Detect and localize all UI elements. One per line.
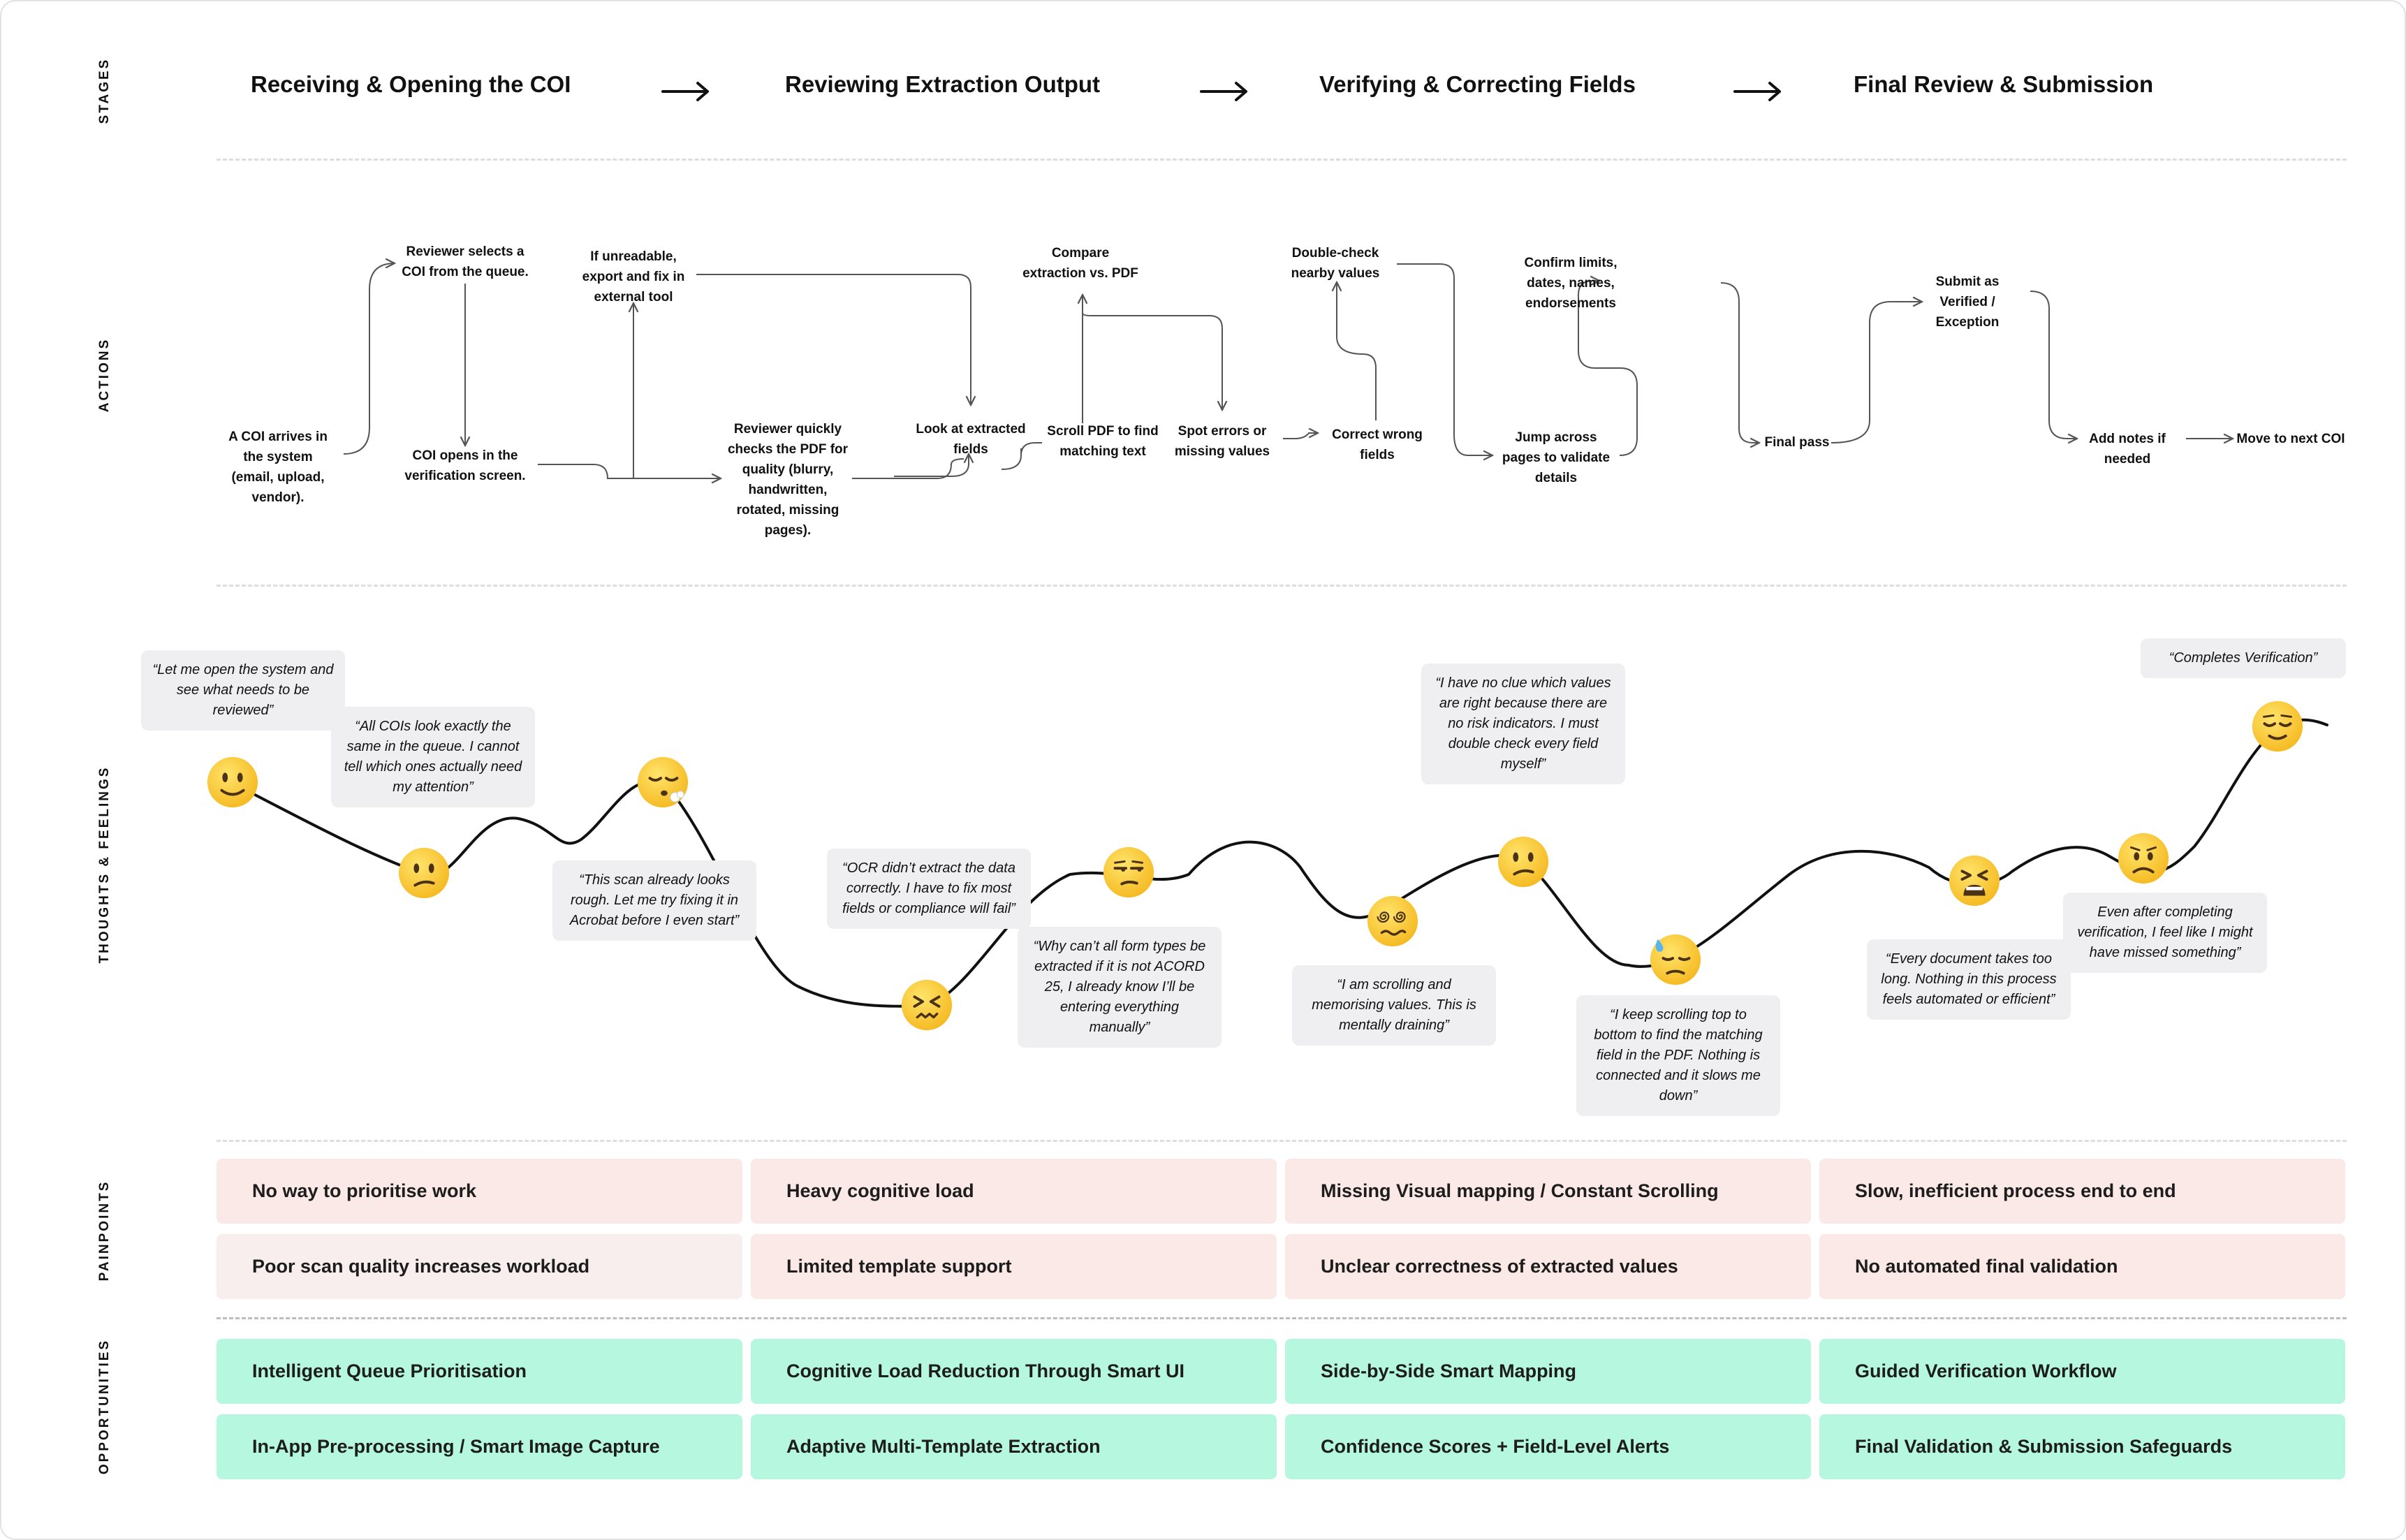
action-double-check: Double-check nearby values bbox=[1291, 246, 1380, 281]
unamused-face-icon bbox=[1103, 846, 1154, 898]
thought-bubble: “Why can’t all form types be extracted i… bbox=[1018, 927, 1222, 1048]
stage-reviewing: Reviewing Extraction Output bbox=[785, 71, 1101, 97]
stage-receiving: Receiving & Opening the COI bbox=[251, 71, 571, 97]
opportunity-card: Intelligent Queue Prioritisation bbox=[217, 1339, 742, 1404]
action-scroll-pdf: Scroll PDF to find matching text bbox=[1047, 424, 1159, 459]
painpoint-card: No way to prioritise work bbox=[217, 1159, 742, 1224]
thought-bubble: “Every document takes too long. Nothing … bbox=[1867, 939, 2071, 1020]
action-compare: Compare extraction vs. PDF bbox=[1022, 246, 1138, 281]
action-spot-errors: Spot errors or missing values bbox=[1174, 424, 1270, 459]
divider-painpoints bbox=[217, 1317, 2347, 1319]
action-jump-pages: Jump across pages to validate details bbox=[1502, 430, 1611, 485]
action-quick-check: Reviewer quickly checks the PDF for qual… bbox=[727, 422, 849, 538]
painpoint-card: Poor scan quality increases workload bbox=[217, 1234, 742, 1299]
painpoint-card: No automated final validation bbox=[1819, 1234, 2345, 1299]
divider-stages bbox=[217, 159, 2347, 161]
relieved-face-icon bbox=[2252, 701, 2303, 752]
thought-bubble: “I am scrolling and memorising values. T… bbox=[1292, 965, 1496, 1046]
thought-bubble: Even after completing verification, I fe… bbox=[2063, 893, 2267, 973]
face-exhaling-icon bbox=[637, 756, 689, 808]
action-select-coi: Reviewer selects a COI from the queue. bbox=[402, 244, 529, 279]
frowning-face-icon bbox=[2118, 833, 2169, 884]
action-confirm-limits: Confirm limits, dates, names, endorsemen… bbox=[1524, 256, 1618, 311]
arrow-right-icon bbox=[1200, 82, 1247, 101]
painpoint-card: Missing Visual mapping / Constant Scroll… bbox=[1285, 1159, 1811, 1224]
confused-face-icon bbox=[398, 847, 450, 899]
thought-bubble: “Let me open the system and see what nee… bbox=[141, 650, 345, 731]
action-unreadable: If unreadable, export and fix in externa… bbox=[582, 249, 685, 305]
action-coi-opens: COI opens in the verification screen. bbox=[404, 448, 526, 483]
opportunity-card: Confidence Scores + Field-Level Alerts bbox=[1285, 1414, 1811, 1479]
opportunity-card: Side-by-Side Smart Mapping bbox=[1285, 1339, 1811, 1404]
painpoint-card: Unclear correctness of extracted values bbox=[1285, 1234, 1811, 1299]
action-final-pass: Final pass bbox=[1764, 435, 1830, 450]
arrow-right-icon bbox=[1733, 82, 1781, 101]
opportunity-card: Guided Verification Workflow bbox=[1819, 1339, 2345, 1404]
thought-bubble: “All COIs look exactly the same in the q… bbox=[331, 707, 535, 807]
thought-bubble: “I keep scrolling top to bottom to find … bbox=[1576, 995, 1780, 1116]
thought-bubble: “Completes Verification” bbox=[2141, 638, 2346, 678]
tired-face-icon bbox=[1949, 855, 2000, 907]
divider-actions bbox=[217, 585, 2347, 587]
painpoint-card: Heavy cognitive load bbox=[751, 1159, 1277, 1224]
confounded-face-icon bbox=[901, 979, 953, 1031]
action-correct-fields: Correct wrong fields bbox=[1332, 427, 1423, 462]
thought-bubble: “This scan already looks rough. Let me t… bbox=[552, 860, 756, 941]
thought-bubble: “OCR didn’t extract the data correctly. … bbox=[827, 849, 1031, 929]
action-look-fields: Look at extracted fields bbox=[916, 422, 1026, 457]
divider-thoughts bbox=[217, 1140, 2347, 1142]
confused-face-icon bbox=[1497, 836, 1549, 888]
arrow-right-icon bbox=[661, 82, 709, 101]
opportunity-card: In-App Pre-processing / Smart Image Capt… bbox=[217, 1414, 742, 1479]
action-coi-arrives: A COI arrives in the system (email, uplo… bbox=[228, 430, 328, 505]
face-with-spiral-eyes-icon bbox=[1367, 895, 1418, 947]
thought-bubble: “I have no clue which values are right b… bbox=[1421, 663, 1625, 784]
slightly-smiling-face-icon bbox=[207, 756, 258, 808]
stage-final-review: Final Review & Submission bbox=[1854, 71, 2154, 97]
action-submit: Submit as Verified / Exception bbox=[1935, 274, 2000, 330]
opportunity-card: Adaptive Multi-Template Extraction bbox=[751, 1414, 1277, 1479]
action-next-coi: Move to next COI bbox=[2236, 432, 2345, 446]
opportunity-card: Final Validation & Submission Safeguards bbox=[1819, 1414, 2345, 1479]
painpoint-card: Limited template support bbox=[751, 1234, 1277, 1299]
painpoint-card: Slow, inefficient process end to end bbox=[1819, 1159, 2345, 1224]
downcast-face-with-sweat-icon bbox=[1650, 934, 1701, 985]
opportunity-card: Cognitive Load Reduction Through Smart U… bbox=[751, 1339, 1277, 1404]
action-add-notes: Add notes if needed bbox=[2089, 432, 2166, 467]
stage-verifying: Verifying & Correcting Fields bbox=[1319, 71, 1636, 97]
